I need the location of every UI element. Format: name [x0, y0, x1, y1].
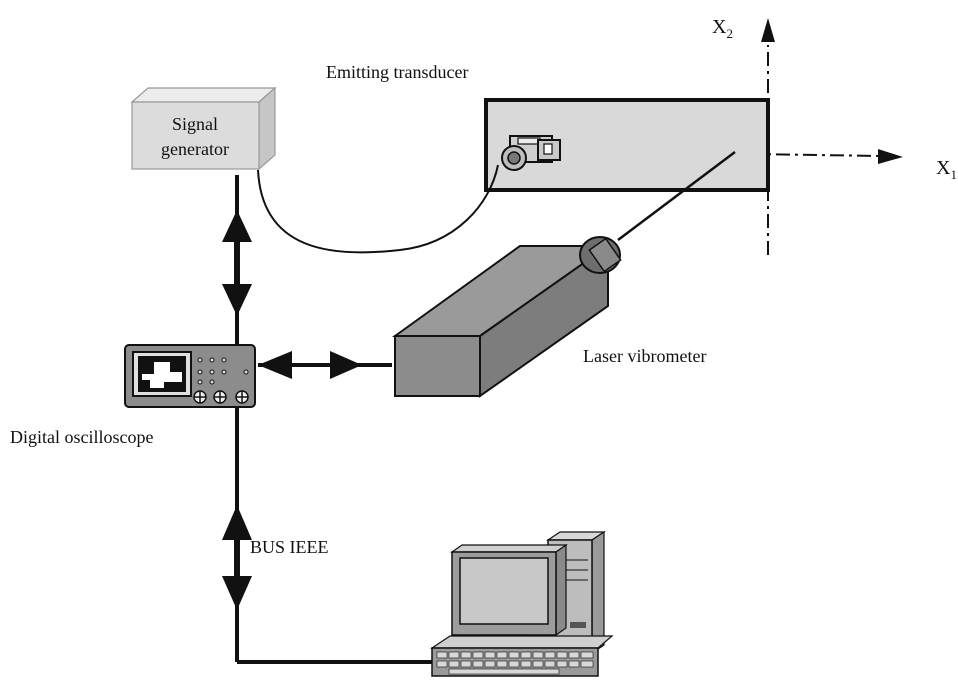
x1-axis-arrowhead: [878, 149, 903, 164]
digital-oscilloscope: [124, 344, 256, 408]
x2-axis-arrowhead: [761, 18, 775, 42]
generator-oscilloscope-double-arrow: [222, 210, 252, 316]
oscilloscope-knobs: [193, 390, 249, 404]
bus-ieee-double-arrow: [222, 505, 252, 610]
laser-vibrometer: [391, 236, 622, 398]
transducer-cable: [257, 164, 499, 254]
signal-generator-label-line2: generator: [161, 139, 229, 159]
signal-generator: Signal generator: [130, 86, 277, 171]
laser-vibrometer-label: Laser vibrometer: [583, 346, 706, 366]
x2-axis: [761, 18, 775, 255]
laser-beam: [617, 151, 736, 241]
oscilloscope-buttons: [197, 357, 249, 385]
x2-axis-label: X2: [712, 16, 733, 41]
x1-axis: [559, 149, 903, 164]
signal-generator-label-line1: Signal: [172, 114, 218, 134]
computer: [430, 530, 614, 677]
emitting-transducer: [501, 135, 561, 171]
emitting-transducer-label: Emitting transducer: [326, 62, 468, 82]
digital-oscilloscope-label: Digital oscilloscope: [10, 427, 153, 447]
x1-axis-label: X1: [936, 157, 957, 182]
oscilloscope-vibrometer-double-arrow: [258, 351, 392, 379]
bus-ieee-label: BUS IEEE: [250, 537, 329, 557]
